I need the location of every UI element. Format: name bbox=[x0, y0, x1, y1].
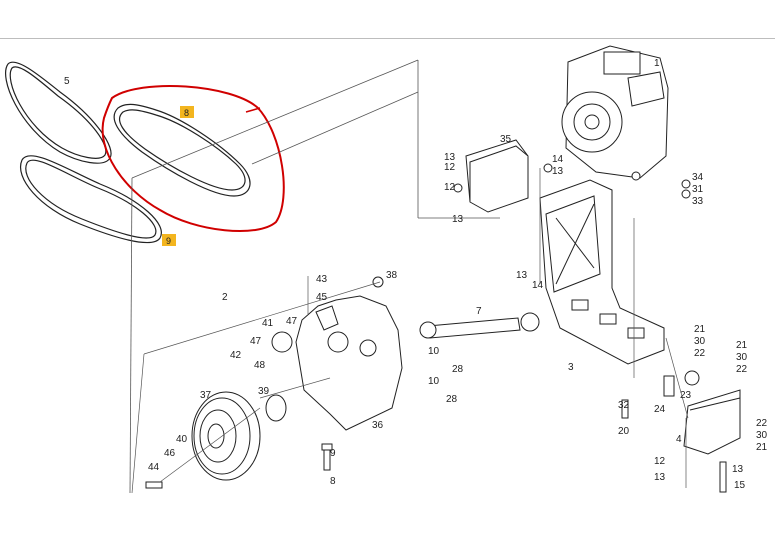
callout-22a: 22 bbox=[694, 348, 706, 359]
callout-12a: 12 bbox=[444, 162, 456, 173]
callout-8: 8 bbox=[330, 476, 336, 487]
callout-15: 15 bbox=[734, 480, 746, 491]
belt-9[interactable] bbox=[20, 155, 162, 244]
mount-bracket-3[interactable] bbox=[539, 179, 665, 365]
belt-5[interactable] bbox=[5, 61, 112, 164]
badge-belt-8-label: 8 bbox=[184, 108, 189, 118]
callout-28a: 28 bbox=[452, 364, 464, 375]
badge-belt-8[interactable] bbox=[180, 106, 194, 118]
callout-10b: 10 bbox=[428, 376, 440, 387]
belt-8[interactable] bbox=[113, 103, 251, 197]
callout-30c: 30 bbox=[756, 430, 768, 441]
callout-47a: 47 bbox=[286, 316, 298, 327]
bracket-2[interactable] bbox=[295, 295, 403, 431]
callout-21b: 21 bbox=[736, 340, 748, 351]
callout-39: 39 bbox=[258, 386, 270, 397]
callout-44: 44 bbox=[148, 462, 160, 473]
callout-22c: 22 bbox=[756, 418, 768, 429]
callout-47b: 47 bbox=[250, 336, 262, 347]
callout-37: 37 bbox=[200, 390, 212, 401]
callout-4: 4 bbox=[676, 434, 682, 445]
callout-38: 38 bbox=[386, 270, 398, 281]
exploded-parts-diagram: 1 2 3 4 5 7 8 9 10 10 28 28 13 12 12 13 … bbox=[5, 45, 768, 494]
leader-lines bbox=[131, 168, 689, 494]
group-bracket-belts bbox=[129, 59, 500, 494]
callout-42: 42 bbox=[230, 350, 242, 361]
callout-3: 3 bbox=[568, 362, 574, 373]
callout-30b: 30 bbox=[736, 352, 748, 363]
callout-5: 5 bbox=[64, 76, 70, 87]
callout-14a: 14 bbox=[552, 154, 564, 165]
callout-12c: 12 bbox=[654, 456, 666, 467]
shaft-7[interactable] bbox=[419, 312, 540, 339]
top-toolbar bbox=[0, 0, 775, 39]
callout-32: 32 bbox=[618, 400, 630, 411]
red-annotation-tail bbox=[245, 107, 261, 113]
compressor-1[interactable] bbox=[561, 45, 669, 181]
callout-13f: 13 bbox=[732, 464, 744, 475]
washer-39[interactable] bbox=[265, 394, 287, 422]
callout-45: 45 bbox=[316, 292, 328, 303]
callout-34: 34 bbox=[692, 172, 704, 183]
callout-31: 31 bbox=[692, 184, 704, 195]
callout-21a: 21 bbox=[694, 324, 706, 335]
callout-46: 46 bbox=[164, 448, 176, 459]
callout-36: 36 bbox=[372, 420, 384, 431]
callout-21c: 21 bbox=[756, 442, 768, 453]
callout-41: 41 bbox=[262, 318, 274, 329]
callout-1: 1 bbox=[654, 58, 660, 69]
callout-30a: 30 bbox=[694, 336, 706, 347]
callout-13d: 13 bbox=[516, 270, 528, 281]
callout-13a: 13 bbox=[444, 152, 456, 163]
parts-diagram-canvas: 1 2 3 4 5 7 8 9 10 10 28 28 13 12 12 13 … bbox=[0, 38, 775, 530]
callout-13e: 13 bbox=[654, 472, 666, 483]
callout-13c: 13 bbox=[552, 166, 564, 177]
bracket-35[interactable] bbox=[465, 139, 529, 213]
red-annotation-circle bbox=[101, 85, 285, 232]
pulley-37[interactable] bbox=[191, 391, 261, 481]
bracket-4[interactable] bbox=[683, 389, 741, 455]
callout-35: 35 bbox=[500, 134, 512, 145]
callout-23: 23 bbox=[680, 390, 692, 401]
callout-24: 24 bbox=[654, 404, 666, 415]
callout-14b: 14 bbox=[532, 280, 544, 291]
callout-12b: 12 bbox=[444, 182, 456, 193]
callout-10a: 10 bbox=[428, 346, 440, 357]
callout-33: 33 bbox=[692, 196, 704, 207]
callout-2: 2 bbox=[222, 292, 228, 303]
callout-43: 43 bbox=[316, 274, 328, 285]
callout-48: 48 bbox=[254, 360, 266, 371]
callout-7: 7 bbox=[476, 306, 482, 317]
callout-20: 20 bbox=[618, 426, 630, 437]
callout-40: 40 bbox=[176, 434, 188, 445]
badge-belt-9[interactable] bbox=[162, 234, 176, 246]
callout-22b: 22 bbox=[736, 364, 748, 375]
fasteners[interactable] bbox=[145, 163, 727, 493]
callout-13b: 13 bbox=[452, 214, 464, 225]
badge-belt-9-label: 9 bbox=[166, 236, 171, 246]
callout-28b: 28 bbox=[446, 394, 458, 405]
callout-9: 9 bbox=[330, 448, 336, 459]
